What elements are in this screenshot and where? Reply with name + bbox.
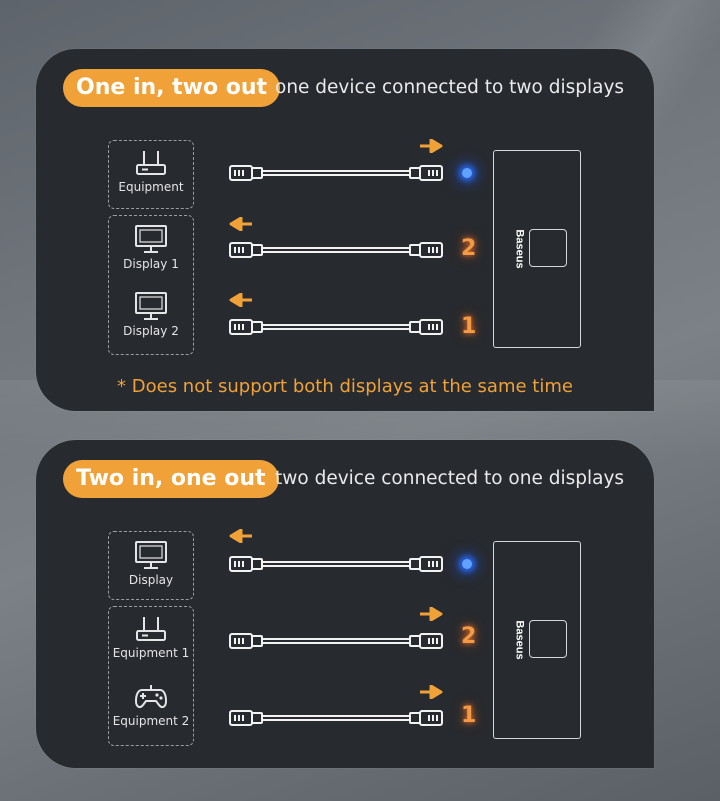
hdmi-cable bbox=[229, 556, 443, 572]
hdmi-cable bbox=[229, 633, 443, 649]
device-box-source: Equipment bbox=[108, 140, 194, 209]
mode-pill: One in, two out bbox=[63, 69, 281, 107]
gamepad-icon bbox=[135, 685, 167, 709]
hdmi-cable bbox=[229, 710, 443, 726]
footnote: * Does not support both displays at the … bbox=[117, 376, 573, 397]
device-equipment-2: Equipment 2 bbox=[109, 681, 193, 728]
device-box-outputs: Display 1 Display 2 bbox=[108, 215, 194, 355]
device-display-1: Display 1 bbox=[109, 224, 193, 271]
mode-subtitle: two device connected to one displays bbox=[275, 468, 625, 489]
hdmi-cable bbox=[229, 165, 443, 181]
router-icon bbox=[136, 151, 166, 175]
port-number-2: 2 bbox=[461, 624, 477, 649]
brand-label: Baseus bbox=[513, 229, 526, 269]
router-icon bbox=[136, 617, 166, 641]
port-number-1: 1 bbox=[461, 314, 477, 339]
device-equipment: Equipment bbox=[109, 149, 193, 194]
switch-button[interactable] bbox=[529, 620, 567, 658]
arrow-left-icon bbox=[229, 217, 252, 231]
device-label: Display 1 bbox=[123, 257, 179, 271]
mode-pill: Two in, one out bbox=[63, 460, 279, 498]
brand-label: Baseus bbox=[513, 620, 526, 660]
arrow-right-icon bbox=[420, 685, 443, 699]
device-label: Equipment 1 bbox=[112, 646, 190, 660]
panel-one-in-two-out: One in, two out one device connected to … bbox=[36, 49, 654, 411]
monitor-icon bbox=[135, 225, 167, 253]
hdmi-cable bbox=[229, 242, 443, 258]
device-display-2: Display 2 bbox=[109, 291, 193, 338]
device-label: Display bbox=[128, 573, 174, 587]
switch-button[interactable] bbox=[529, 229, 567, 267]
hdmi-cable bbox=[229, 319, 443, 335]
baseus-switch-device: Baseus bbox=[493, 541, 581, 739]
device-label: Equipment 2 bbox=[112, 714, 190, 728]
arrow-right-icon bbox=[420, 139, 443, 153]
monitor-icon bbox=[135, 541, 167, 569]
arrow-left-icon bbox=[229, 529, 252, 543]
baseus-switch-device: Baseus bbox=[493, 150, 581, 348]
input-led-blue bbox=[462, 559, 472, 569]
monitor-icon bbox=[135, 292, 167, 320]
output-led-blue bbox=[462, 168, 472, 178]
device-box-output: Display bbox=[108, 531, 194, 600]
port-number-2: 2 bbox=[461, 236, 477, 261]
port-number-1: 1 bbox=[461, 703, 477, 728]
panel-two-in-one-out: Two in, one out two device connected to … bbox=[36, 440, 654, 768]
device-label: Equipment bbox=[118, 180, 184, 194]
device-label: Display 2 bbox=[123, 324, 179, 338]
device-display: Display bbox=[109, 540, 193, 587]
device-equipment-1: Equipment 1 bbox=[109, 615, 193, 660]
arrow-right-icon bbox=[420, 607, 443, 621]
mode-subtitle: one device connected to two displays bbox=[275, 77, 625, 98]
device-box-sources: Equipment 1 Equipment 2 bbox=[108, 606, 194, 746]
arrow-left-icon bbox=[229, 293, 252, 307]
